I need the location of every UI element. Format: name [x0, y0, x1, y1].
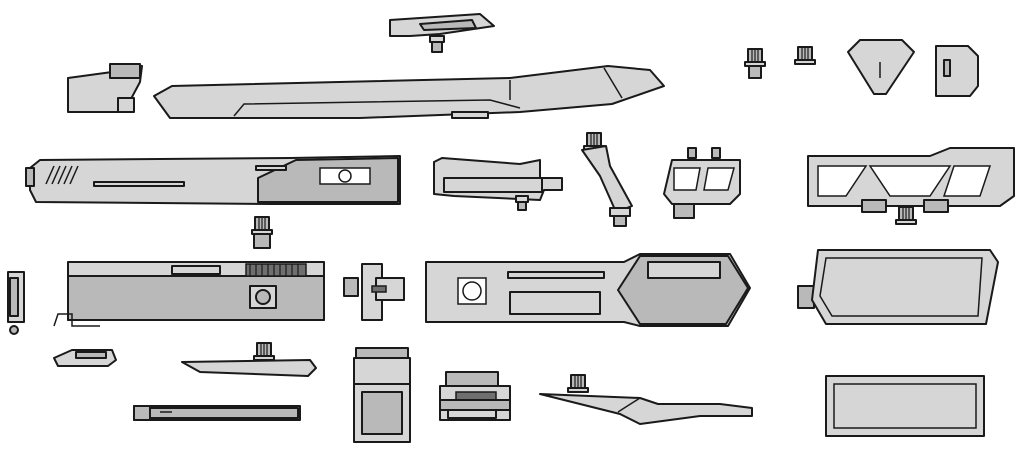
frame-mount-small: [663, 147, 741, 219]
lower-receiver-panel: [53, 261, 325, 327]
flat-rectangular-plate: [825, 375, 985, 437]
small-slide-clip: [53, 349, 117, 367]
speaker-box: [439, 371, 511, 421]
vertical-clip: [7, 271, 25, 335]
cylinder-rod: [133, 405, 301, 421]
short-knob-peg: [744, 48, 766, 79]
blade-fin: [181, 342, 317, 377]
square-plate: [935, 45, 979, 97]
knob-peg: [794, 46, 816, 65]
joint-hub: [343, 263, 405, 321]
curved-arm: [581, 132, 633, 227]
rear-sight-block: [67, 63, 143, 113]
canister-box: [353, 347, 411, 443]
long-barrel-shroud: [153, 65, 665, 119]
hexagonal-shield-panel: [425, 253, 751, 327]
receiver-body: [25, 155, 401, 205]
wing-blade: [539, 374, 753, 425]
scope-part: [389, 13, 495, 53]
knob-connector: [251, 216, 273, 249]
angled-shield-panel: [797, 249, 999, 325]
grip-bracket: [433, 157, 563, 211]
frame-mount-large: [807, 147, 1015, 225]
triangular-plate: [847, 39, 915, 95]
